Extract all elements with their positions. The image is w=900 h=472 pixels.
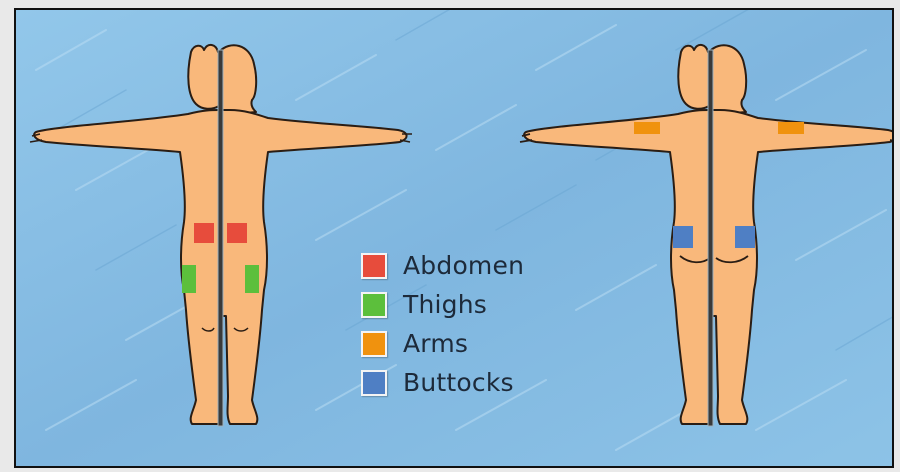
- abdomen-site-left: [194, 223, 214, 243]
- legend-label-arms: Arms: [403, 329, 468, 358]
- legend-item-thighs: Thighs: [361, 285, 524, 324]
- abdomen-swatch: [361, 253, 387, 279]
- thighs-swatch: [361, 292, 387, 318]
- thigh-site-right: [245, 265, 259, 293]
- arms-swatch: [361, 331, 387, 357]
- legend-item-buttocks: Buttocks: [361, 363, 524, 402]
- arm-site-right: [778, 122, 804, 134]
- buttock-site-left: [673, 226, 693, 248]
- legend-label-thighs: Thighs: [403, 290, 487, 319]
- legend-item-arms: Arms: [361, 324, 524, 363]
- buttock-site-right: [735, 226, 755, 248]
- diagram-panel: Abdomen Thighs Arms Buttocks: [14, 8, 894, 468]
- buttocks-swatch: [361, 370, 387, 396]
- thigh-site-left: [182, 265, 196, 293]
- legend-item-abdomen: Abdomen: [361, 246, 524, 285]
- abdomen-site-right: [227, 223, 247, 243]
- arm-site-left: [634, 122, 660, 134]
- injection-site-legend: Abdomen Thighs Arms Buttocks: [361, 246, 524, 402]
- back-site-markers: [506, 10, 894, 468]
- legend-label-buttocks: Buttocks: [403, 368, 514, 397]
- legend-label-abdomen: Abdomen: [403, 251, 524, 280]
